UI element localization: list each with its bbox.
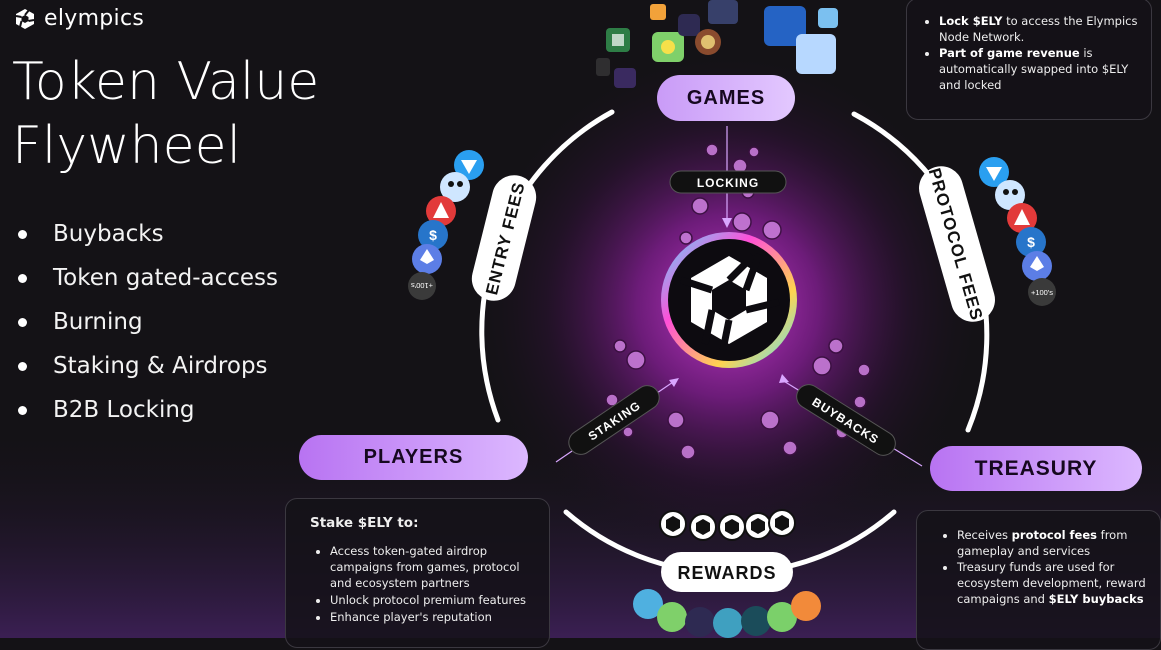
left-count-badge: +100's <box>411 281 433 290</box>
feature-list: Buybacks Token gated-access Burning Stak… <box>18 212 278 432</box>
list-item: Enhance player's reputation <box>330 609 535 625</box>
elympics-logo-icon <box>15 8 35 29</box>
list-item: Unlock protocol premium features <box>330 592 535 608</box>
brand-logo: elympics <box>14 6 144 31</box>
treasury-info-box: Receives protocol fees from gameplay and… <box>916 510 1161 650</box>
game-thumbnail-icon <box>596 0 838 88</box>
staking-info-box: Stake $ELY to: Access token-gated airdro… <box>285 498 550 648</box>
list-item: Access token-gated airdrop campaigns fro… <box>330 543 535 591</box>
svg-text:$: $ <box>1027 234 1035 250</box>
usdc-icon <box>1016 227 1046 257</box>
locking-label: LOCKING <box>697 176 759 190</box>
game-thumbnail-icon <box>633 589 821 638</box>
list-item: Buybacks <box>18 212 278 256</box>
brand-name: elympics <box>44 6 145 31</box>
list-item: Staking & Airdrops <box>18 344 278 388</box>
players-node: PLAYERS <box>299 435 528 480</box>
list-item: Burning <box>18 300 278 344</box>
svg-text:$: $ <box>429 227 437 243</box>
right-count-badge: +100's <box>1031 288 1053 297</box>
center-elympics-logo <box>661 232 797 368</box>
penguin-icon <box>995 180 1025 210</box>
locking-info-box: Lock $ELY to access the Elympics Node Ne… <box>906 0 1152 120</box>
penguin-icon <box>440 172 470 202</box>
list-item: Token gated-access <box>18 256 278 300</box>
staking-info-heading: Stake $ELY to: <box>310 515 419 531</box>
left-coin-stack: $ +100's <box>408 150 484 300</box>
page-title: Token Value Flywheel <box>12 52 320 176</box>
list-item: B2B Locking <box>18 388 278 432</box>
rewards-label: REWARDS <box>677 563 776 583</box>
usdc-icon <box>418 220 448 250</box>
games-node: GAMES <box>657 75 795 121</box>
treasury-node: TREASURY <box>930 446 1142 491</box>
right-coin-stack: $ +100's <box>979 157 1056 306</box>
